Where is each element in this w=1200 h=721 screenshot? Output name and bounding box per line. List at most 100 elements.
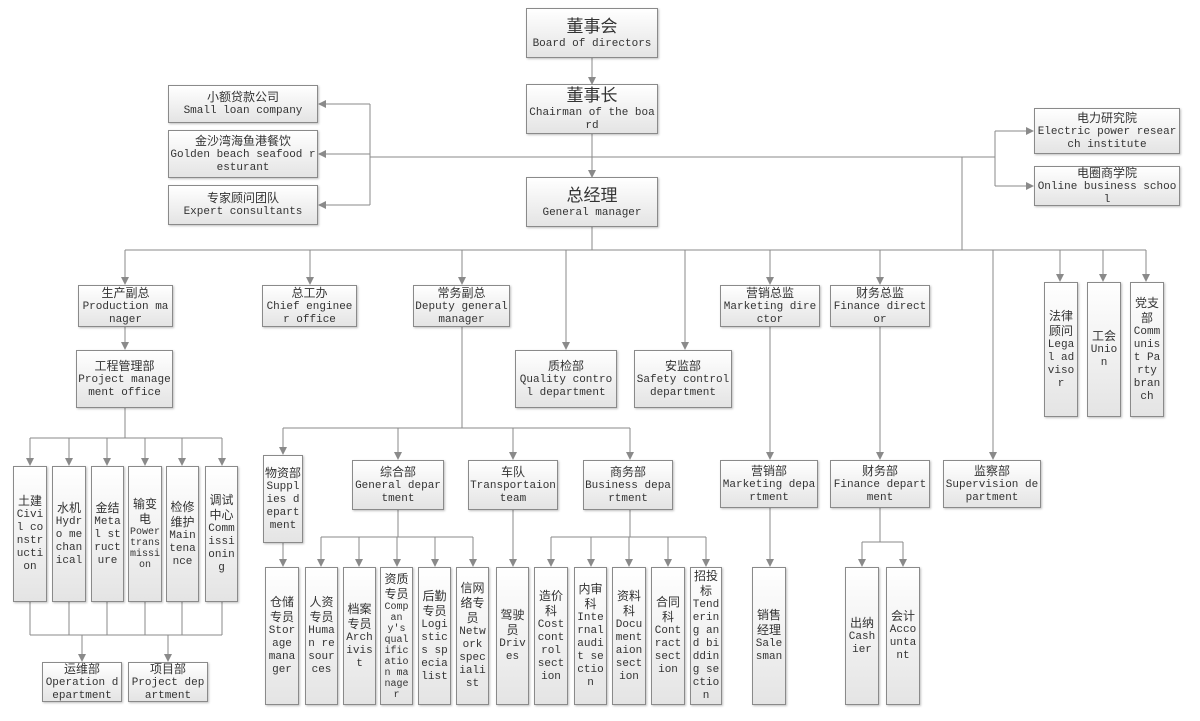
node-label-en: General manager bbox=[542, 206, 642, 219]
node-label-en: General department bbox=[355, 479, 441, 505]
node-label-zh: 财务总监 bbox=[855, 285, 904, 300]
node-label-en: Finance director bbox=[833, 300, 927, 326]
node-label-en: Golden beach seafood resturant bbox=[170, 148, 316, 174]
node-label-en: Electric power research institute bbox=[1037, 125, 1177, 151]
node-label-zh: 金沙湾海鱼港餐饮 bbox=[194, 133, 291, 148]
node-label-en: Business department bbox=[585, 479, 671, 505]
node-label-zh: 输变电 bbox=[132, 497, 157, 526]
node-label-en: Drives bbox=[499, 638, 526, 663]
node-label-zh: 合同科 bbox=[655, 595, 680, 624]
node-label-zh: 车队 bbox=[500, 464, 525, 479]
node-label-en: Deputy general manager bbox=[415, 300, 508, 326]
node-label-en: Supplies department bbox=[266, 480, 300, 532]
node-label-zh: 水机 bbox=[56, 500, 81, 515]
node-label-zh: 安监部 bbox=[664, 358, 701, 373]
node-label-zh: 资料科 bbox=[616, 588, 641, 618]
node-label-en: Logistics specialist bbox=[421, 618, 448, 683]
node-label-zh: 运维部 bbox=[63, 661, 100, 676]
node-label-zh: 驾驶员 bbox=[500, 608, 525, 637]
node-label-zh: 销售经理 bbox=[756, 608, 781, 637]
node-label-zh: 小额贷款公司 bbox=[206, 90, 279, 104]
node-label-en: Online business school bbox=[1037, 180, 1177, 206]
node-label-en: Cost control section bbox=[537, 618, 565, 683]
node-label-zh: 土建 bbox=[17, 494, 42, 508]
node-label-en: Safety control department bbox=[636, 373, 730, 399]
node-label-en: Power transmission bbox=[130, 527, 161, 571]
node-label-zh: 会计 bbox=[890, 609, 915, 623]
node-label-en: Marketing director bbox=[723, 300, 817, 326]
node-label-zh: 总工办 bbox=[291, 285, 328, 300]
node-label-zh: 商务部 bbox=[609, 464, 646, 479]
node-label-en: Internal audit section bbox=[577, 612, 604, 689]
node-label-en: Project department bbox=[131, 676, 205, 702]
node-label-en: Archivist bbox=[346, 631, 373, 670]
node-label-en: Contract section bbox=[654, 625, 682, 676]
node-label-zh: 后勤专员 bbox=[422, 588, 447, 618]
node-label-zh: 生产副总 bbox=[101, 285, 150, 300]
node-label-zh: 监察部 bbox=[973, 463, 1010, 478]
node-label-zh: 法律顾问 bbox=[1048, 308, 1073, 338]
node-label-en: Metal structure bbox=[94, 515, 121, 567]
node-label-en: Marketing department bbox=[722, 478, 816, 504]
node-label-en: Network specialist bbox=[459, 626, 486, 690]
node-label-zh: 董事长 bbox=[566, 86, 618, 106]
node-label-zh: 档案专员 bbox=[347, 601, 372, 631]
node-label-zh: 仓储专员 bbox=[269, 595, 294, 624]
node-label-zh: 人资专员 bbox=[309, 595, 334, 624]
node-label-en: Union bbox=[1090, 344, 1118, 369]
node-label-zh: 专家顾问团队 bbox=[206, 191, 279, 205]
node-label-zh: 综合部 bbox=[379, 464, 416, 479]
node-label-zh: 工程管理部 bbox=[94, 358, 155, 373]
node-label-zh: 项目部 bbox=[149, 661, 186, 676]
node-label-zh: 电力研究院 bbox=[1076, 110, 1137, 125]
node-label-zh: 信网络专员 bbox=[460, 581, 485, 625]
node-label-zh: 检修维护 bbox=[170, 499, 195, 529]
node-label-en: Finance department bbox=[833, 478, 927, 504]
node-label-en: Project management office bbox=[78, 373, 171, 399]
node-label-zh: 营销总监 bbox=[745, 285, 794, 300]
node-label-en: Supervision department bbox=[945, 478, 1039, 504]
node-label-en: Salesman bbox=[755, 638, 783, 663]
node-label-en: Small loan company bbox=[183, 105, 303, 117]
node-label-en: Tendering and bidding section bbox=[692, 599, 720, 702]
node-label-en: Production manager bbox=[82, 300, 169, 326]
node-label-en: Hydro mechanical bbox=[55, 515, 83, 567]
